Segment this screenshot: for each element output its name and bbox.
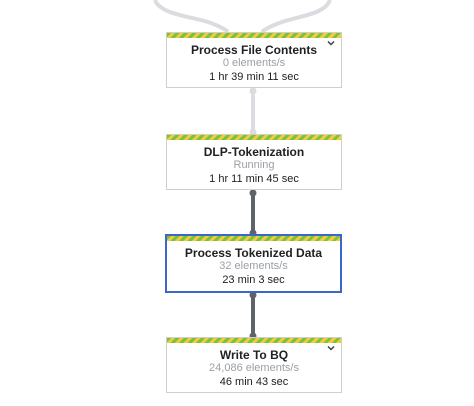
step-throughput: 0 elements/s [222,57,286,69]
status-stripe [167,236,340,241]
step-title: DLP-Tokenization [203,145,305,159]
edge-input-right [260,0,332,34]
step-title: Process File Contents [190,43,318,57]
step-wall-time: 1 hr 11 min 45 sec [209,173,299,185]
step-wall-time: 1 hr 39 min 11 sec [209,71,299,83]
step-title: Process Tokenized Data [184,246,323,260]
step-title: Write To BQ [219,348,289,362]
edge-port-top [249,291,257,299]
step-write-to-bq[interactable]: Write To BQ 24,086 elements/s 46 min 43 … [166,337,342,393]
status-stripe [167,135,341,140]
chevron-down-icon[interactable] [326,38,336,48]
step-throughput: 32 elements/s [219,260,288,272]
edge-port-top [249,87,257,95]
edge-port-top [249,189,257,197]
chevron-down-icon[interactable] [326,343,336,353]
status-stripe [167,338,341,343]
step-wall-time: 46 min 43 sec [219,376,289,388]
step-dlp-tokenization[interactable]: DLP-Tokenization Running 1 hr 11 min 45 … [166,134,342,190]
step-process-tokenized-data[interactable]: Process Tokenized Data 32 elements/s 23 … [165,234,342,293]
status-stripe [167,33,341,38]
step-wall-time: 23 min 3 sec [222,274,285,286]
edge-input-left [153,0,230,34]
step-process-file-contents[interactable]: Process File Contents 0 elements/s 1 hr … [166,32,342,88]
edge-port-bottom [249,128,257,136]
step-throughput: 24,086 elements/s [209,362,299,374]
step-status: Running [233,159,275,171]
